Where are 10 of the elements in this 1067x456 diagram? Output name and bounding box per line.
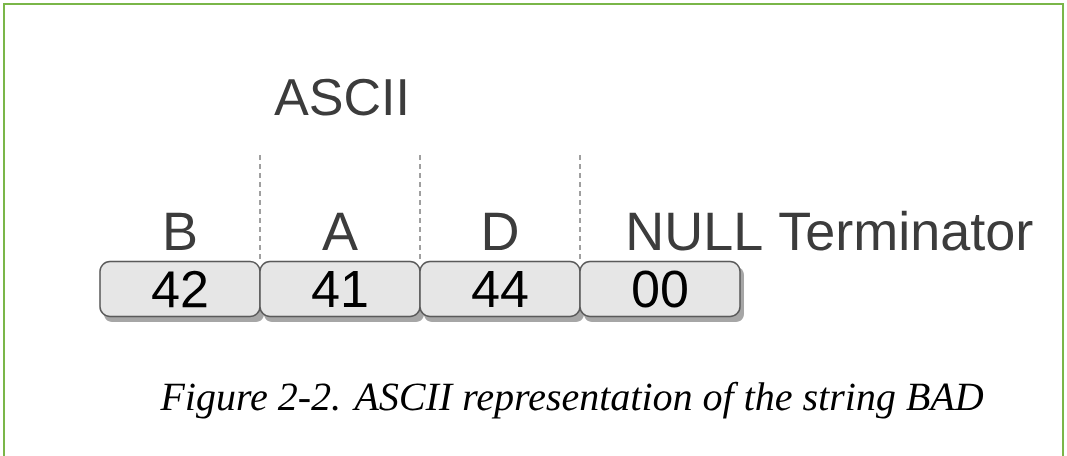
byte-box: 44 <box>419 260 584 322</box>
character-label: A <box>322 212 358 250</box>
character-label: D <box>484 212 517 250</box>
heading-label: ASCII <box>274 78 406 116</box>
byte-box: 42 <box>99 260 264 322</box>
byte-box: 41 <box>259 260 424 322</box>
figure-caption: Figure 2-2. ASCII representation of the string BAD <box>160 381 984 419</box>
byte-box: 00 <box>579 260 744 322</box>
character-label: NULL Terminator <box>629 210 1033 251</box>
character-label: B <box>166 212 196 250</box>
